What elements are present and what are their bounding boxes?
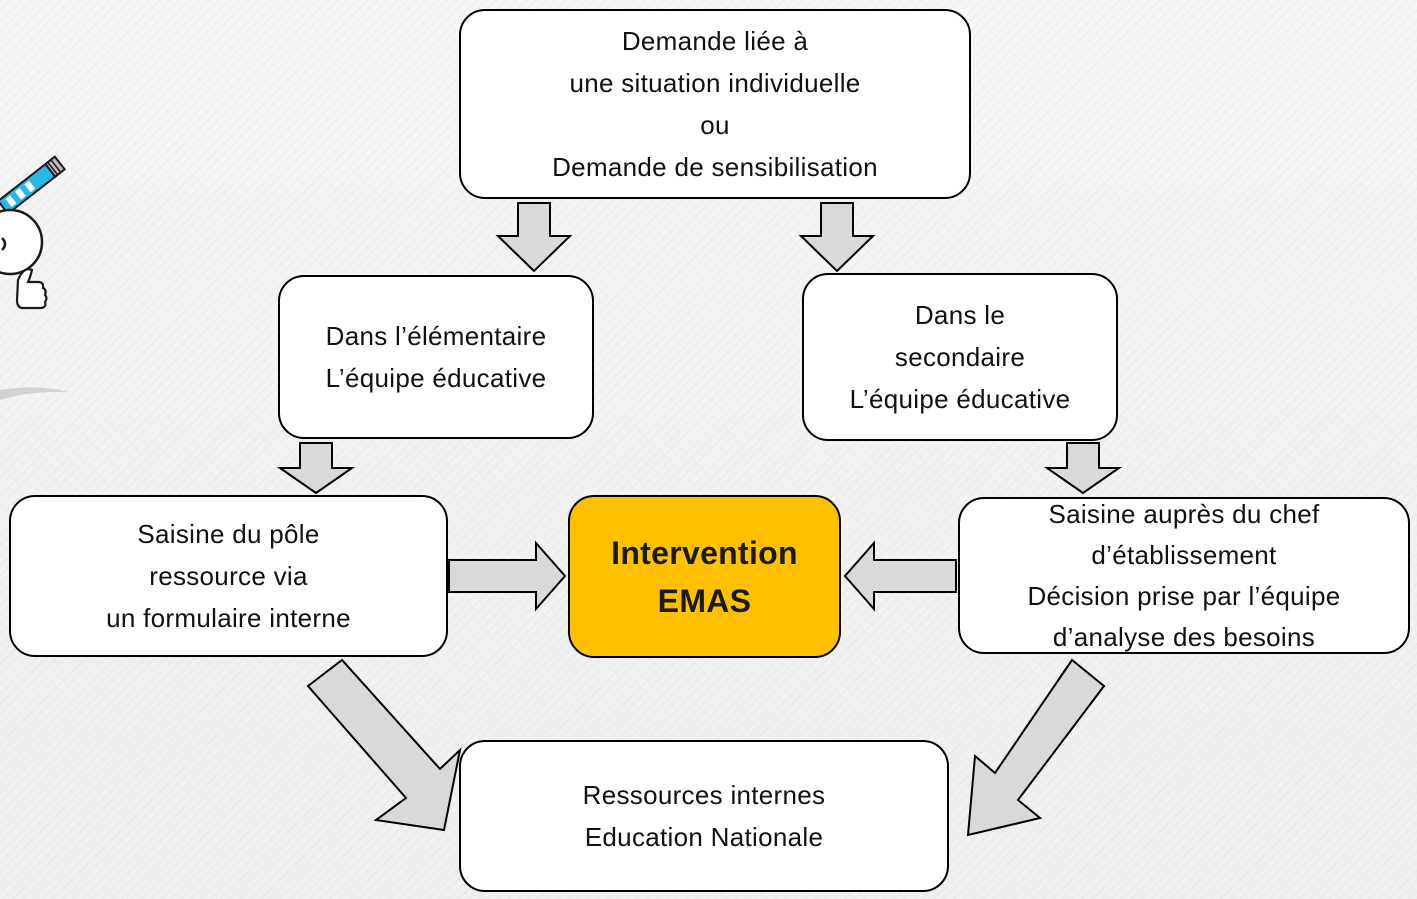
elementary-line-2: L’équipe éducative	[325, 363, 547, 393]
elementary-line-1: Dans l’élémentaire	[325, 321, 547, 351]
arrow-down-right-top	[798, 202, 876, 273]
arrow-down-secondary	[1043, 442, 1123, 495]
referral-line-1: Saisine du pôle	[137, 519, 320, 549]
arrow-diagonal-left	[306, 658, 462, 832]
intervention-line-1: Intervention	[611, 534, 798, 571]
arrow-down-left-top	[495, 202, 573, 273]
principal-line-1: Saisine auprès du chef	[1048, 498, 1320, 529]
internal-resources-box: Ressources internes Education Nationale	[459, 740, 949, 892]
request-line-4: Demande de sensibilisation	[552, 152, 878, 182]
arrow-down-elementary	[276, 442, 356, 495]
request-line-2: une situation individuelle	[569, 68, 861, 98]
secondary-line-3: L’équipe éducative	[849, 384, 1071, 414]
request-box: Demande liée à une situation individuell…	[459, 9, 971, 199]
emas-intervention-box: Intervention EMAS	[568, 495, 841, 658]
principal-line-4: d’analyse des besoins	[1052, 621, 1316, 652]
resources-line-2: Education Nationale	[584, 822, 824, 852]
pencil-mascot-icon	[0, 155, 68, 400]
secondary-line-2: secondaire	[894, 342, 1026, 372]
intervention-line-2: EMAS	[657, 582, 752, 619]
referral-form-box: Saisine du pôle ressource via un formula…	[9, 495, 448, 657]
secondary-box: Dans le secondaire L’équipe éducative	[802, 273, 1118, 441]
principal-line-3: Décision prise par l’équipe	[1027, 580, 1341, 611]
referral-line-2: ressource via	[149, 561, 308, 591]
arrow-right-to-center	[448, 540, 567, 612]
request-line-1: Demande liée à	[621, 26, 809, 56]
principal-referral-box: Saisine auprès du chef d’établissement D…	[958, 497, 1410, 654]
request-line-3: ou	[700, 110, 730, 140]
referral-line-3: un formulaire interne	[106, 603, 351, 633]
arrow-left-to-center	[843, 540, 957, 612]
secondary-line-1: Dans le	[914, 300, 1006, 330]
arrow-diagonal-right	[966, 658, 1106, 837]
principal-line-2: d’établissement	[1091, 539, 1277, 570]
elementary-box: Dans l’élémentaire L’équipe éducative	[278, 275, 594, 439]
resources-line-1: Ressources internes	[582, 780, 826, 810]
